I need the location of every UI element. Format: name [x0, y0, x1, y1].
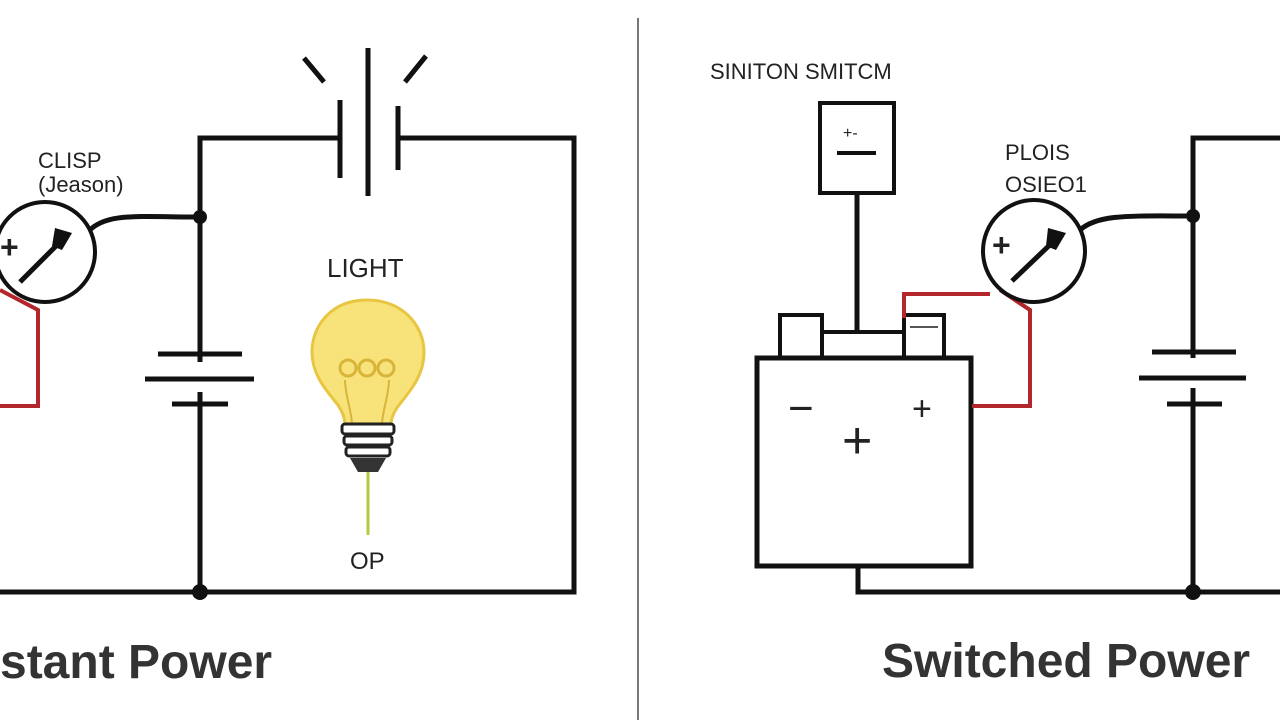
- constant-power-circuit: + CLISP (Jeason) LIGHT OP stant Power: [0, 48, 577, 689]
- battery-minus: −: [788, 384, 814, 433]
- ground-cell-symbol: [145, 351, 254, 407]
- light-bottom-label: OP: [350, 548, 385, 575]
- gauge-icon-right: +: [981, 198, 1087, 304]
- red-wire-left: [0, 288, 40, 408]
- battery-plus-large: +: [842, 412, 872, 470]
- gauge-label-right-line2: OSIEO1: [1005, 172, 1087, 197]
- switched-power-caption: Switched Power: [882, 635, 1250, 688]
- right-vertical-wire: [1190, 135, 1280, 592]
- junction-dot: [1185, 584, 1201, 600]
- light-bulb-icon: [310, 298, 426, 535]
- bottom-wire-right: [855, 566, 1280, 595]
- ground-cell-symbol-right: [1139, 349, 1246, 407]
- gauge-label-line2: (Jeason): [38, 172, 124, 197]
- gauge-plus-sign-right: +: [992, 227, 1011, 263]
- switched-power-circuit: SINITON SMITCM +- − + +: [710, 59, 1280, 688]
- light-label: LIGHT: [327, 253, 404, 283]
- top-wire-right: [0, 135, 577, 595]
- gauge-label-line1: CLISP: [38, 148, 102, 173]
- gauge-icon: +: [0, 200, 97, 304]
- gauge-lead-right: [1078, 213, 1194, 232]
- gauge-label-right-line1: PLOIS: [1005, 140, 1070, 165]
- ignition-switch-icon: +-: [818, 101, 896, 195]
- switch-symbol: +-: [843, 125, 858, 142]
- top-cell-symbol: [302, 48, 428, 196]
- battery-plus-small: +: [912, 390, 932, 428]
- top-wire-left: [197, 135, 338, 592]
- ignition-switch-label: SINITON SMITCM: [710, 59, 892, 84]
- battery-icon: − + +: [754, 313, 974, 569]
- gauge-lead: [86, 213, 201, 234]
- gauge-plus-sign: +: [0, 229, 19, 265]
- constant-power-caption: stant Power: [0, 636, 272, 689]
- junction-dot: [192, 584, 208, 600]
